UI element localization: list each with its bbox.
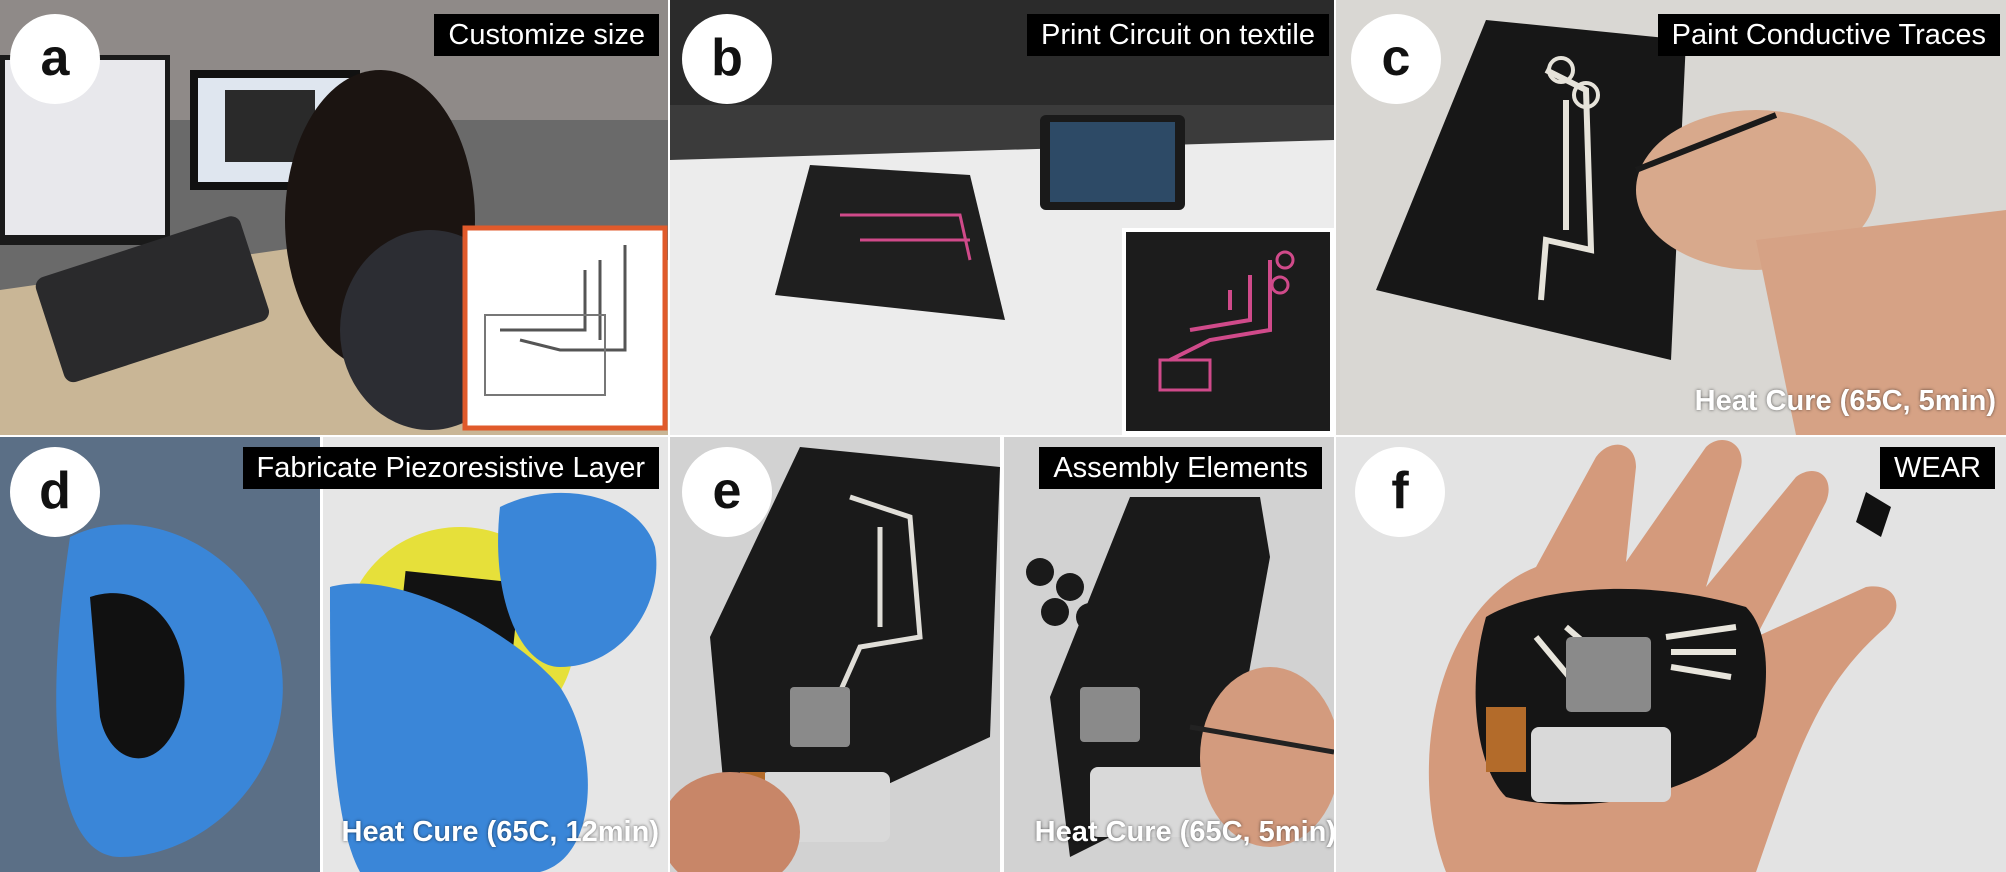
panel-a-photo — [0, 0, 668, 435]
panel-f-photo — [1336, 437, 2006, 872]
panel-c: c Paint Conductive Traces Heat Cure (65C… — [1336, 0, 2006, 435]
panel-b: b Print Circuit on textile — [670, 0, 1334, 435]
panel-label-b: b — [682, 14, 772, 104]
panel-footer-e: Heat Cure (65C, 5min) — [1034, 816, 1334, 848]
panel-d-photo — [0, 437, 668, 872]
panel-label-f: f — [1355, 447, 1445, 537]
panel-e-photo — [670, 437, 1334, 872]
panel-title-b: Print Circuit on textile — [1027, 14, 1329, 56]
panel-label-c: c — [1351, 14, 1441, 104]
panel-title-a: Customize size — [434, 14, 659, 56]
panel-d: d Fabricate Piezoresistive Layer Heat Cu… — [0, 437, 668, 872]
panel-c-photo — [1336, 0, 2006, 435]
panel-title-e: Assembly Elements — [1039, 447, 1322, 489]
panel-label-a: a — [10, 14, 100, 104]
panel-footer-d: Heat Cure (65C, 12min) — [341, 816, 660, 848]
panel-title-d: Fabricate Piezoresistive Layer — [242, 447, 659, 489]
panel-f: f WEAR — [1336, 437, 2006, 872]
panel-label-d: d — [10, 447, 100, 537]
panel-label-e: e — [682, 447, 772, 537]
panel-title-c: Paint Conductive Traces — [1657, 14, 2000, 56]
panel-a: a Customize size — [0, 0, 668, 435]
panel-e: e Assembly Elements Heat Cure (65C, 5min… — [670, 437, 1334, 872]
panel-footer-c: Heat Cure (65C, 5min) — [1694, 385, 1996, 417]
panel-title-f: WEAR — [1880, 447, 1995, 489]
panel-b-photo — [670, 0, 1334, 435]
